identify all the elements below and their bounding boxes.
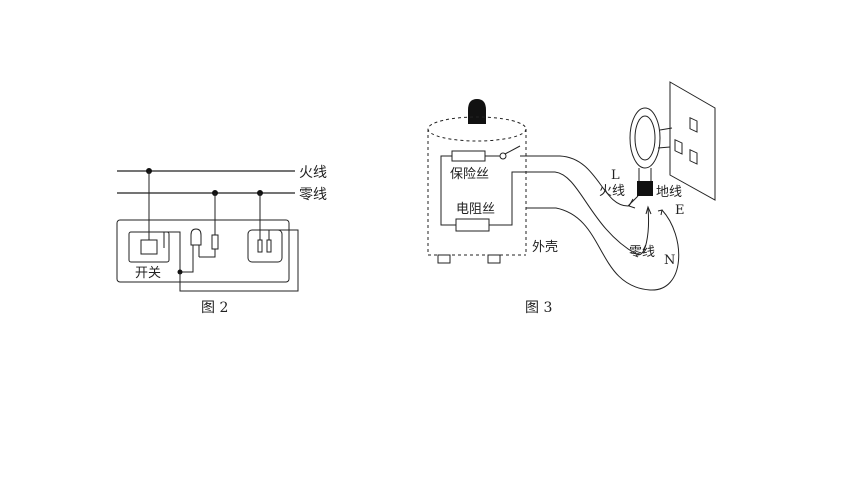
appliance-foot [487,254,501,264]
socket-outer [247,229,283,263]
switch-button [140,239,158,255]
wall-panel [116,219,290,283]
wire-socket-loop [179,229,299,292]
socket-pin [266,239,272,253]
ground-letter: E [675,203,685,218]
switch-contact [499,152,507,160]
switch-lever [504,145,521,155]
plug-prong [657,146,671,149]
cord-neutral [526,171,649,256]
live-wire-label: 火线 [299,165,327,181]
fuse-label: 保险丝 [450,167,489,182]
cord-ground [526,207,680,291]
wall-socket-plate [669,81,716,201]
arrow-neutral [645,205,652,215]
appliance-foot [437,254,451,264]
fuse-element [451,150,486,162]
wire-lamp-to-fuse [199,249,216,258]
figure-2-caption: 图 2 [201,300,228,316]
wire-switch-to-lamp [163,231,194,273]
neutral-wire-label: 零线 [299,187,327,203]
neutral-label: 零线 [629,245,655,260]
fuse [211,234,219,250]
plug-head-rim [634,115,656,161]
socket-hole [689,149,698,165]
appliance-knob [468,99,486,124]
wire-internal-left [440,155,456,226]
neutral-letter: N [664,253,675,268]
lamp-bulb [190,228,202,246]
cord-live [520,155,639,207]
figure-3: 保险丝 电阻丝 外壳 L 火线 地线 E 零线 N [427,81,716,316]
socket-hole [674,139,683,155]
socket-hole [689,117,698,133]
ground-label: 地线 [656,185,682,200]
switch-label: 开关 [135,266,161,281]
live-letter: L [611,168,620,183]
live-label: 火线 [599,184,625,199]
figure-3-caption: 图 3 [525,300,552,316]
socket-pin [257,239,263,253]
plug-body [637,181,653,196]
arrow-live [628,198,636,209]
shell-label: 外壳 [532,240,558,255]
resistor-element [455,218,490,232]
plug-head [629,107,661,169]
wire-internal-right [489,171,526,226]
resistor-label: 电阻丝 [456,202,495,217]
figure-2: 火线 零线 开关 图 2 [116,165,327,316]
arrow-ground [657,209,663,216]
